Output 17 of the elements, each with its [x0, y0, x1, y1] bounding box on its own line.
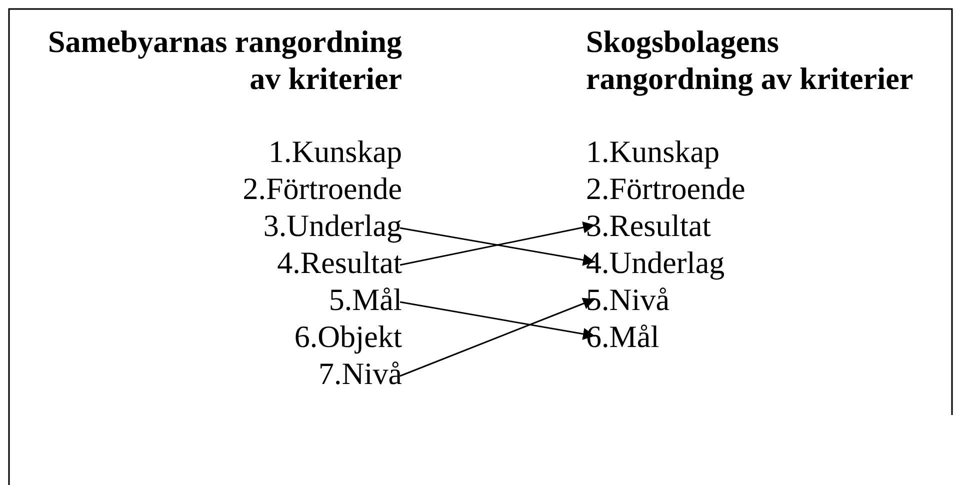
criterion-label: 3.Underlag [263, 209, 402, 243]
criterion-label: 2.Förtroende [586, 172, 746, 206]
criterion-label: 5.Nivå [586, 283, 670, 317]
criterion-label: 1.Kunskap [586, 135, 720, 169]
criterion-label: 6.Mål [586, 320, 660, 354]
criterion-label: 4.Underlag [586, 246, 725, 280]
criterion-label: 2.Förtroende [242, 172, 402, 206]
column-heading: Samebyarnas rangordning av kriterier [47, 23, 402, 97]
criterion-label: 1.Kunskap [268, 135, 402, 169]
criterion-label: 5.Mål [328, 283, 402, 317]
criterion-label: 4.Resultat [277, 246, 402, 280]
arrow [400, 301, 596, 340]
criterion-label: 6.Objekt [294, 320, 402, 354]
criterion-label: 7.Nivå [318, 357, 402, 391]
column-heading: Skogsbolagens rangordning av kriterier [586, 23, 914, 97]
arrow [400, 298, 596, 377]
criterion-label: 3.Resultat [586, 209, 711, 243]
